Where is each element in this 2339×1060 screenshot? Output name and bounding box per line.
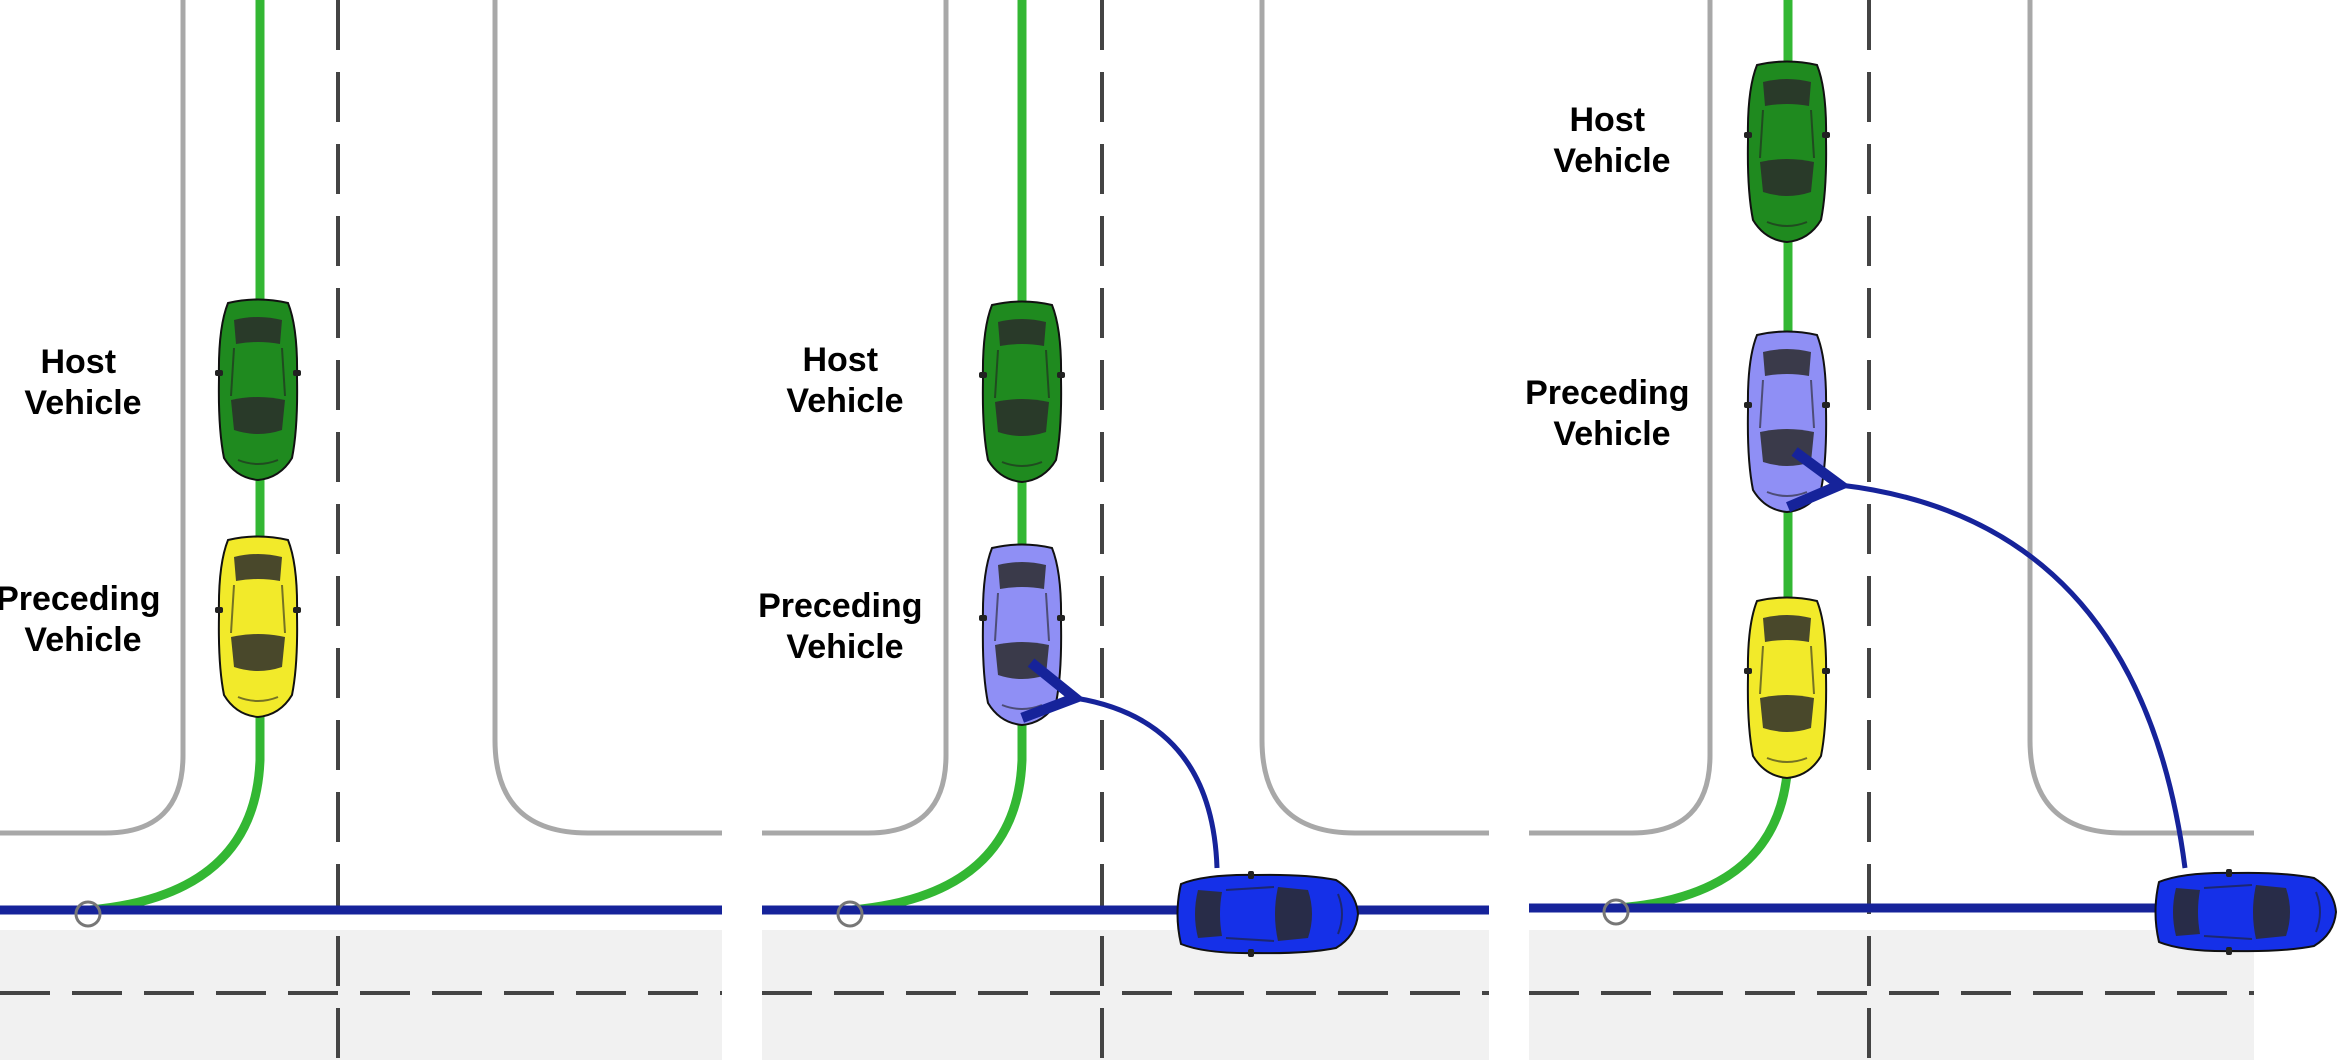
panel-2: Host Vehicle Preceding Vehicle (758, 0, 1489, 1060)
waypoint-circle-icon (74, 900, 102, 928)
host-vehicle-label: Host Vehicle (24, 343, 141, 422)
host-vehicle-label: Host Vehicle (786, 341, 903, 420)
preceding-vehicle-label: Preceding Vehicle (758, 587, 932, 666)
host-vehicle-car (1743, 60, 1831, 243)
curved-arrow-icon (1020, 658, 1220, 869)
crossing-vehicle-car (1176, 870, 1359, 958)
panel-gap (1489, 0, 1529, 1060)
host-vehicle-label: Host Vehicle (1553, 101, 1670, 180)
panel-background (762, 0, 1489, 1060)
curb-left (1529, 0, 1713, 836)
host-path (89, 0, 265, 915)
host-vehicle-car (214, 298, 302, 481)
host-path (851, 0, 1027, 915)
panel-3: Host Vehicle Preceding Vehicle (1525, 0, 2339, 1060)
curb-right (2027, 0, 2254, 836)
curb-right (492, 0, 722, 836)
preceding-vehicle-car (214, 535, 302, 718)
curved-arrow-icon (1786, 447, 2188, 869)
waypoint-circle-icon (1602, 898, 1630, 926)
curb-right (1259, 0, 1489, 836)
curb-left (0, 0, 186, 836)
crossing-vehicle-car (2154, 868, 2337, 956)
virtual-preceding-vehicle-car (978, 543, 1066, 726)
original-preceding-vehicle-car (1743, 596, 1831, 779)
preceding-vehicle-label: Preceding Vehicle (0, 580, 170, 659)
panel-1: Host Vehicle Preceding Vehicle (0, 0, 722, 1060)
host-path (1617, 0, 1793, 913)
curb-left (762, 0, 949, 836)
panel-background (0, 0, 722, 1060)
preceding-vehicle-label: Preceding Vehicle (1525, 374, 1699, 453)
host-vehicle-car (978, 300, 1066, 483)
panel-gap (722, 0, 762, 1060)
waypoint-circle-icon (836, 900, 864, 928)
virtual-preceding-vehicle-car (1743, 330, 1831, 513)
